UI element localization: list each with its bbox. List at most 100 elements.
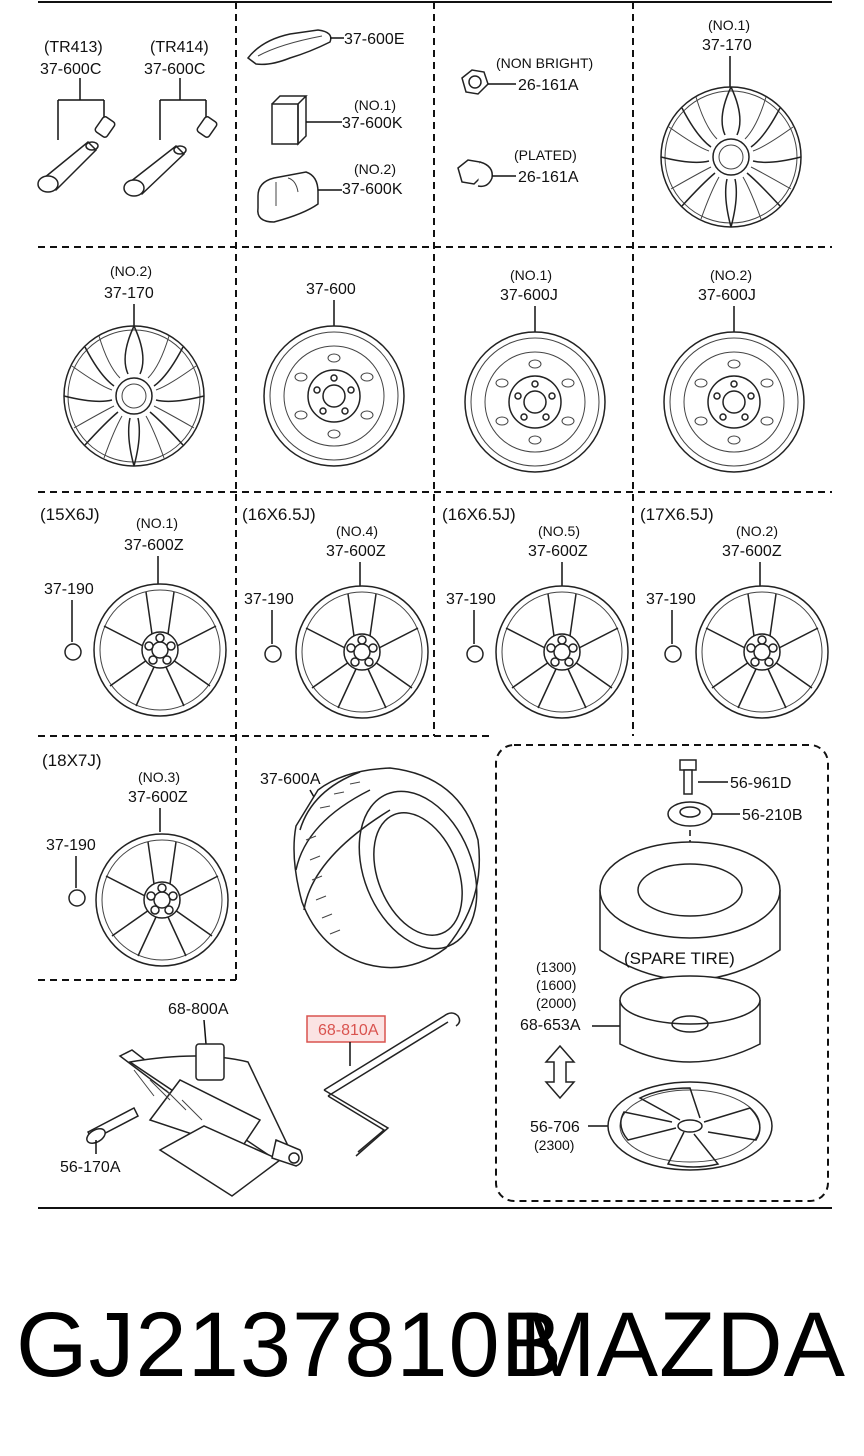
wheel-j2-icon [663,331,805,473]
alloy-4-wheel-icon [695,585,829,719]
weight-e-icon [246,29,332,66]
pad-icon [619,975,761,1063]
tire-code: 37-600A [260,771,321,788]
tire-icon [293,767,481,969]
wheelj2-code: 37-600J [698,287,756,304]
wheel-j1-icon [464,331,606,473]
weight-k-icon [271,95,308,146]
washer-icon [667,801,713,827]
alloy-4-code: 37-600Z [722,543,782,560]
alloy-1-note: (NO.1) [136,515,178,531]
ornament-icon [466,645,484,663]
steel-code: 37-600 [306,281,356,298]
alloy-2-code: 37-600Z [326,543,386,560]
valve-left-icon [37,116,116,193]
footer: GJ2137810B MAZDA [0,1290,864,1410]
alloy-5: (18X7J) (NO.3) 37-600Z 37-190 [42,751,229,967]
alloy-1-ornament: 37-190 [44,581,94,598]
ornament-icon [664,645,682,663]
hubcap-2-icon [63,325,205,467]
ornament-icon [64,643,82,661]
wheelj1-code: 37-600J [500,287,558,304]
jack-icon [118,1043,303,1197]
nut-b-code: 26-161A [518,169,579,186]
jack-handle-icon [86,1106,140,1154]
ornament-icon [264,645,282,663]
alloy-5-note: (NO.3) [138,769,180,785]
alloy-2-size: (16X6.5J) [242,505,316,524]
cap1-code: 37-170 [702,37,752,54]
alloy-2: (16X6.5J) (NO.4) 37-600Z 37-190 [242,505,429,719]
nut-a-code: 26-161A [518,77,579,94]
alloy-1-size: (15X6J) [40,505,100,524]
alloy-5-size: (18X7J) [42,751,102,770]
spare-pad-note-2: (1600) [536,977,576,993]
alloy-5-ornament: 37-190 [46,837,96,854]
jack-code: 68-800A [168,1001,229,1018]
wheelj1-note: (NO.1) [510,267,552,283]
spare-tire-label: (SPARE TIRE) [624,949,735,968]
wheel-j2: (NO.2) 37-600J [663,267,805,473]
alloy-2-wheel-icon [295,585,429,719]
alloy-3-code: 37-600Z [528,543,588,560]
spare-bracket-note: (2300) [534,1137,574,1153]
alloy-1: (15X6J) (NO.1) 37-600Z 37-190 [40,505,227,717]
brand-name: MAZDA [519,1294,846,1396]
hubcap-2: (NO.2) 37-170 [63,263,205,467]
weight-k2-icon [257,171,319,223]
hubcap-1-icon [660,86,802,228]
nut-non-bright-icon [461,69,489,95]
weight-e-code: 37-600E [344,31,405,48]
nut-b-note: (PLATED) [514,147,577,163]
wrench-code: 68-810A [318,1022,379,1039]
steel-wheel: 37-600 [263,281,405,467]
highlight-box [306,1015,386,1043]
nut-a-note: (NON BRIGHT) [496,55,593,71]
tire: 37-600A [260,767,481,969]
alloy-1-code: 37-600Z [124,537,184,554]
valve-left-code: 37-600C [40,61,101,78]
spare-bolt-code: 56-961D [730,775,791,792]
bolt-icon [679,759,697,795]
spare-washer-code: 56-210B [742,807,803,824]
alloy-4-ornament: 37-190 [646,591,696,608]
valve-right-code: 37-600C [144,61,205,78]
wrench-icon [323,1012,461,1157]
cap2-note: (NO.2) [110,263,152,279]
cap1-note: (NO.1) [708,17,750,33]
parts-diagram: (TR413) 37-600C (TR414) 37-600C 37-600E [37,1,832,1209]
hubcap-1: (NO.1) 37-170 [660,17,802,228]
spare-pad-note-3: (2000) [536,995,576,1011]
valve-left-note: (TR413) [44,39,103,56]
jack-group: 68-800A 56-170A [60,1001,303,1197]
valve-right-icon [123,116,218,197]
alloy-3-ornament: 37-190 [446,591,496,608]
weight-k2-code: 37-600K [342,181,403,198]
spare-bracket-code: 56-706 [530,1119,580,1136]
alloy-4: (17X6.5J) (NO.2) 37-600Z 37-190 [640,505,829,719]
part-number: GJ2137810B [16,1294,564,1396]
valve-right-note: (TR414) [150,39,209,56]
alloy-3-wheel-icon [495,585,629,719]
valve-group: (TR413) 37-600C (TR414) 37-600C [37,39,218,197]
weight-k-note: (NO.1) [354,97,396,113]
alloy-3-size: (16X6.5J) [442,505,516,524]
alloy-4-size: (17X6.5J) [640,505,714,524]
alloy-5-wheel-icon [95,833,229,967]
alloy-2-note: (NO.4) [336,523,378,539]
steel-wheel-icon [263,325,405,467]
spare-tire-icon [599,841,781,981]
nut-group: (NON BRIGHT) 26-161A (PLATED) 26-161A [457,55,593,188]
alloy-3-note: (NO.5) [538,523,580,539]
spare-group: 56-961D 56-210B (SPARE TIRE) (1300) (160… [520,759,803,1171]
wheel-j1: (NO.1) 37-600J [464,267,606,473]
cap2-code: 37-170 [104,285,154,302]
jack-handle-code: 56-170A [60,1159,121,1176]
spare-pad-note-1: (1300) [536,959,576,975]
alloy-2-ornament: 37-190 [244,591,294,608]
double-arrow-icon [544,1044,576,1100]
weight-group: 37-600E (NO.1) 37-600K (NO.2) 37-600K [246,29,405,223]
bracket-icon [607,1081,773,1171]
weight-k-code: 37-600K [342,115,403,132]
alloy-5-code: 37-600Z [128,789,188,806]
